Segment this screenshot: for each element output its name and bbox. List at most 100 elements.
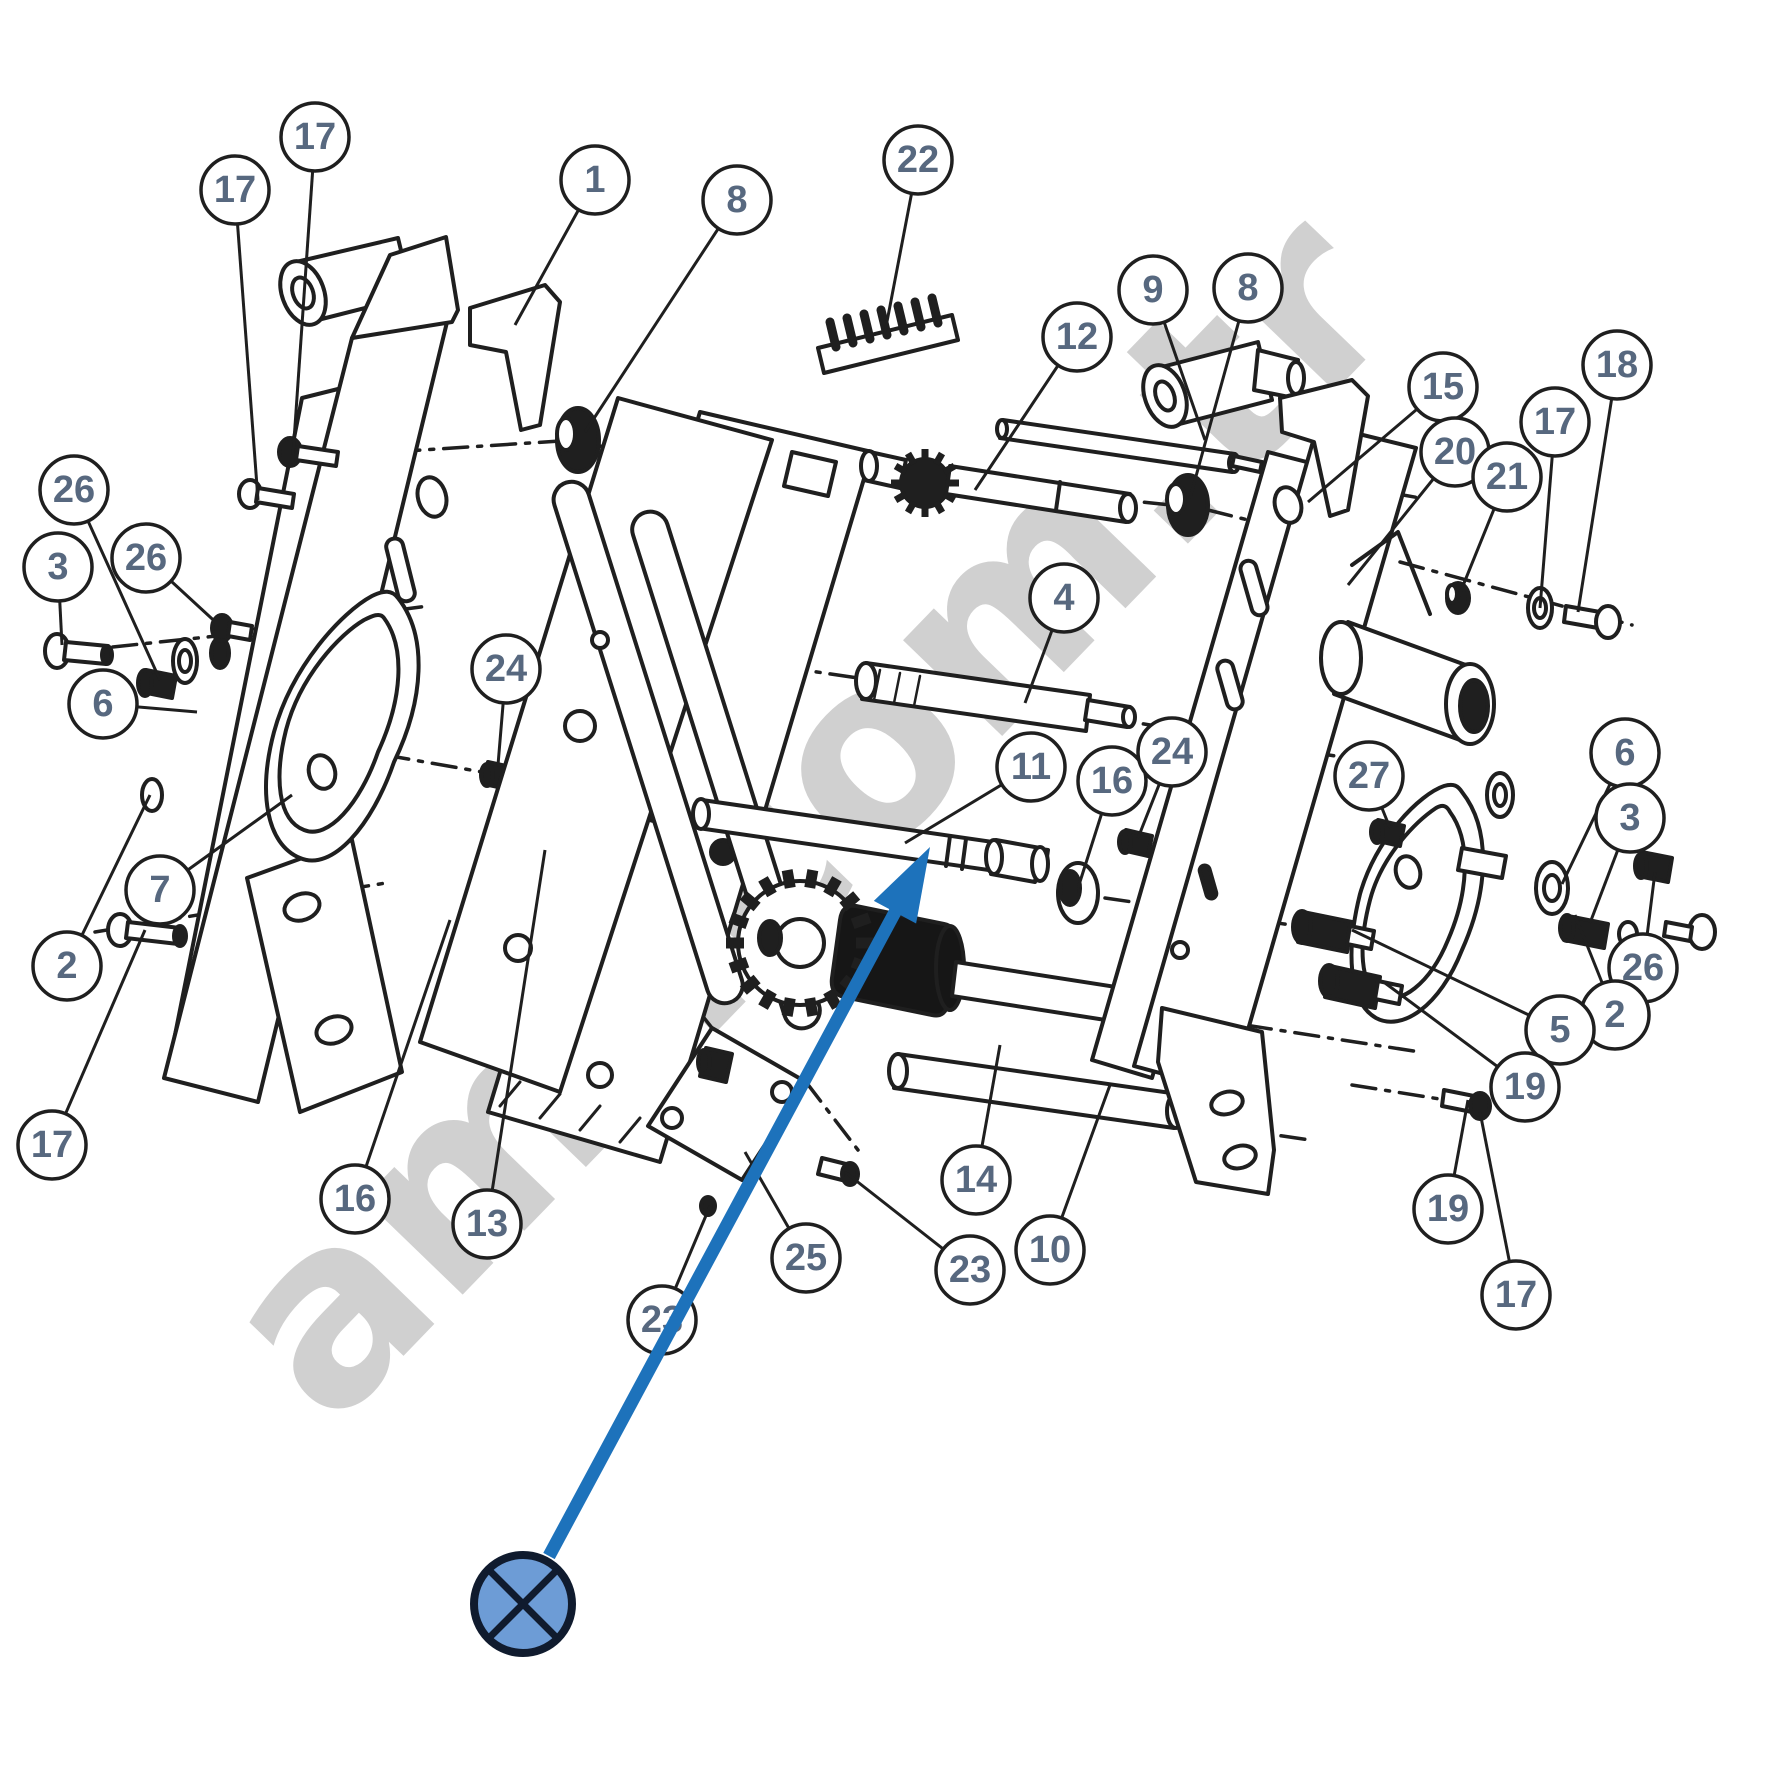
callout-27: 27 xyxy=(1333,740,1405,829)
callout-3: 3 xyxy=(1588,782,1666,924)
callout-9: 9 xyxy=(1117,254,1207,441)
balloon-number: 1 xyxy=(584,159,605,201)
balloon-circle xyxy=(882,124,954,196)
leader-line xyxy=(1351,928,1561,1032)
small-gear-shaft-part12 xyxy=(859,449,1138,524)
balloon-circle xyxy=(1581,329,1653,401)
balloon-circle xyxy=(1212,252,1284,324)
callout-24: 24 xyxy=(470,633,542,766)
gear-tooth xyxy=(942,490,957,504)
balloon-number: 17 xyxy=(1534,401,1576,443)
callout-17: 17 xyxy=(16,929,147,1181)
balloon-number: 12 xyxy=(1056,316,1098,358)
balloon-number: 8 xyxy=(1237,267,1258,309)
balloon-circle xyxy=(16,1109,88,1181)
bushing-part8-left xyxy=(555,406,601,474)
balloon-number: 2 xyxy=(56,945,77,987)
balloon-number: 5 xyxy=(1549,1009,1570,1051)
leader-line xyxy=(291,136,317,456)
gear-tooth xyxy=(728,912,750,930)
balloon-circle xyxy=(1014,1214,1086,1286)
balloon-number: 27 xyxy=(1348,755,1390,797)
gear-tooth xyxy=(781,869,796,889)
gear-tooth xyxy=(893,462,908,476)
gear-tooth xyxy=(804,997,819,1017)
balloon-circle xyxy=(451,1188,523,1260)
callout-11: 11 xyxy=(904,731,1067,845)
thin-shaft-part9 xyxy=(995,418,1264,474)
callout-21: 21 xyxy=(1456,441,1543,599)
comb-strip-part22 xyxy=(816,293,960,375)
balloon-circle xyxy=(770,1222,842,1294)
balloon-circle xyxy=(701,164,773,236)
balloon-circle xyxy=(934,1234,1006,1306)
callout-6: 6 xyxy=(67,668,198,740)
balloon-number: 19 xyxy=(1427,1188,1469,1230)
callout-17: 17 xyxy=(199,154,271,501)
callout-15: 15 xyxy=(1307,351,1479,504)
balloon-number: 17 xyxy=(214,169,256,211)
balloon-number: 3 xyxy=(47,546,68,588)
leader-line xyxy=(1188,287,1250,499)
callout-2: 2 xyxy=(31,794,152,1002)
gear-tooth xyxy=(932,500,946,515)
leader-line xyxy=(485,849,547,1225)
callout-8: 8 xyxy=(1188,252,1284,499)
balloon-circle xyxy=(940,1144,1012,1216)
left-fasteners xyxy=(43,436,518,948)
callout-24: 24 xyxy=(1136,716,1208,839)
callout-7: 7 xyxy=(124,793,293,926)
callout-5: 5 xyxy=(1351,928,1596,1066)
gear-tooth xyxy=(739,974,761,995)
bushing-part8-right xyxy=(1165,473,1210,537)
balloon-number: 24 xyxy=(485,648,527,690)
balloon-circle xyxy=(1333,740,1405,812)
leader-line xyxy=(353,919,452,1200)
callout-1: 1 xyxy=(513,144,631,326)
balloon-circle xyxy=(31,930,103,1002)
balloon-circle xyxy=(199,154,271,226)
balloon-circle xyxy=(559,144,631,216)
balloon-circle xyxy=(1489,1051,1561,1123)
gear-tooth xyxy=(904,451,918,466)
balloon-circle xyxy=(1594,782,1666,854)
balloon-number: 23 xyxy=(949,1249,991,1291)
callout-26: 26 xyxy=(110,522,224,630)
callout-22: 22 xyxy=(882,124,954,333)
balloon-number: 21 xyxy=(1486,456,1528,498)
balloon-circle xyxy=(1076,745,1148,817)
balloon-number: 14 xyxy=(955,1159,997,1201)
gear-tooth xyxy=(904,500,918,515)
balloon-number: 25 xyxy=(785,1237,827,1279)
balloon-number: 24 xyxy=(1151,731,1193,773)
callout-8: 8 xyxy=(583,164,773,433)
leader-line xyxy=(1576,364,1619,613)
balloon-number: 6 xyxy=(1614,732,1635,774)
balloon-number: 26 xyxy=(1622,947,1664,989)
callout-2: 2 xyxy=(1573,914,1651,1051)
balloon-circle xyxy=(110,522,182,594)
callout-18: 18 xyxy=(1576,329,1653,613)
gear-tooth xyxy=(728,956,750,974)
balloon-circle xyxy=(38,454,110,526)
callout-26: 26 xyxy=(38,454,162,681)
balloon-circle xyxy=(1471,441,1543,513)
balloon-number: 16 xyxy=(1091,760,1133,802)
balloon-number: 18 xyxy=(1596,344,1638,386)
balloon-number: 17 xyxy=(294,116,336,158)
roller-shaft-part11 xyxy=(691,797,1050,884)
annotation-layer xyxy=(470,847,930,1657)
leader-line xyxy=(583,199,739,433)
callout-20: 20 xyxy=(1346,416,1491,586)
callout-13: 13 xyxy=(451,849,547,1260)
balloon-circle xyxy=(67,668,139,740)
bearing-disc-part16 xyxy=(1056,861,1100,925)
balloon-circle xyxy=(1041,301,1113,373)
gear-tooth xyxy=(893,490,908,504)
left-cam-plate xyxy=(264,589,421,863)
callout-16: 16 xyxy=(319,919,452,1235)
balloon-circle xyxy=(1117,254,1189,326)
balloon-circle xyxy=(470,633,542,705)
balloon-number: 6 xyxy=(92,683,113,725)
